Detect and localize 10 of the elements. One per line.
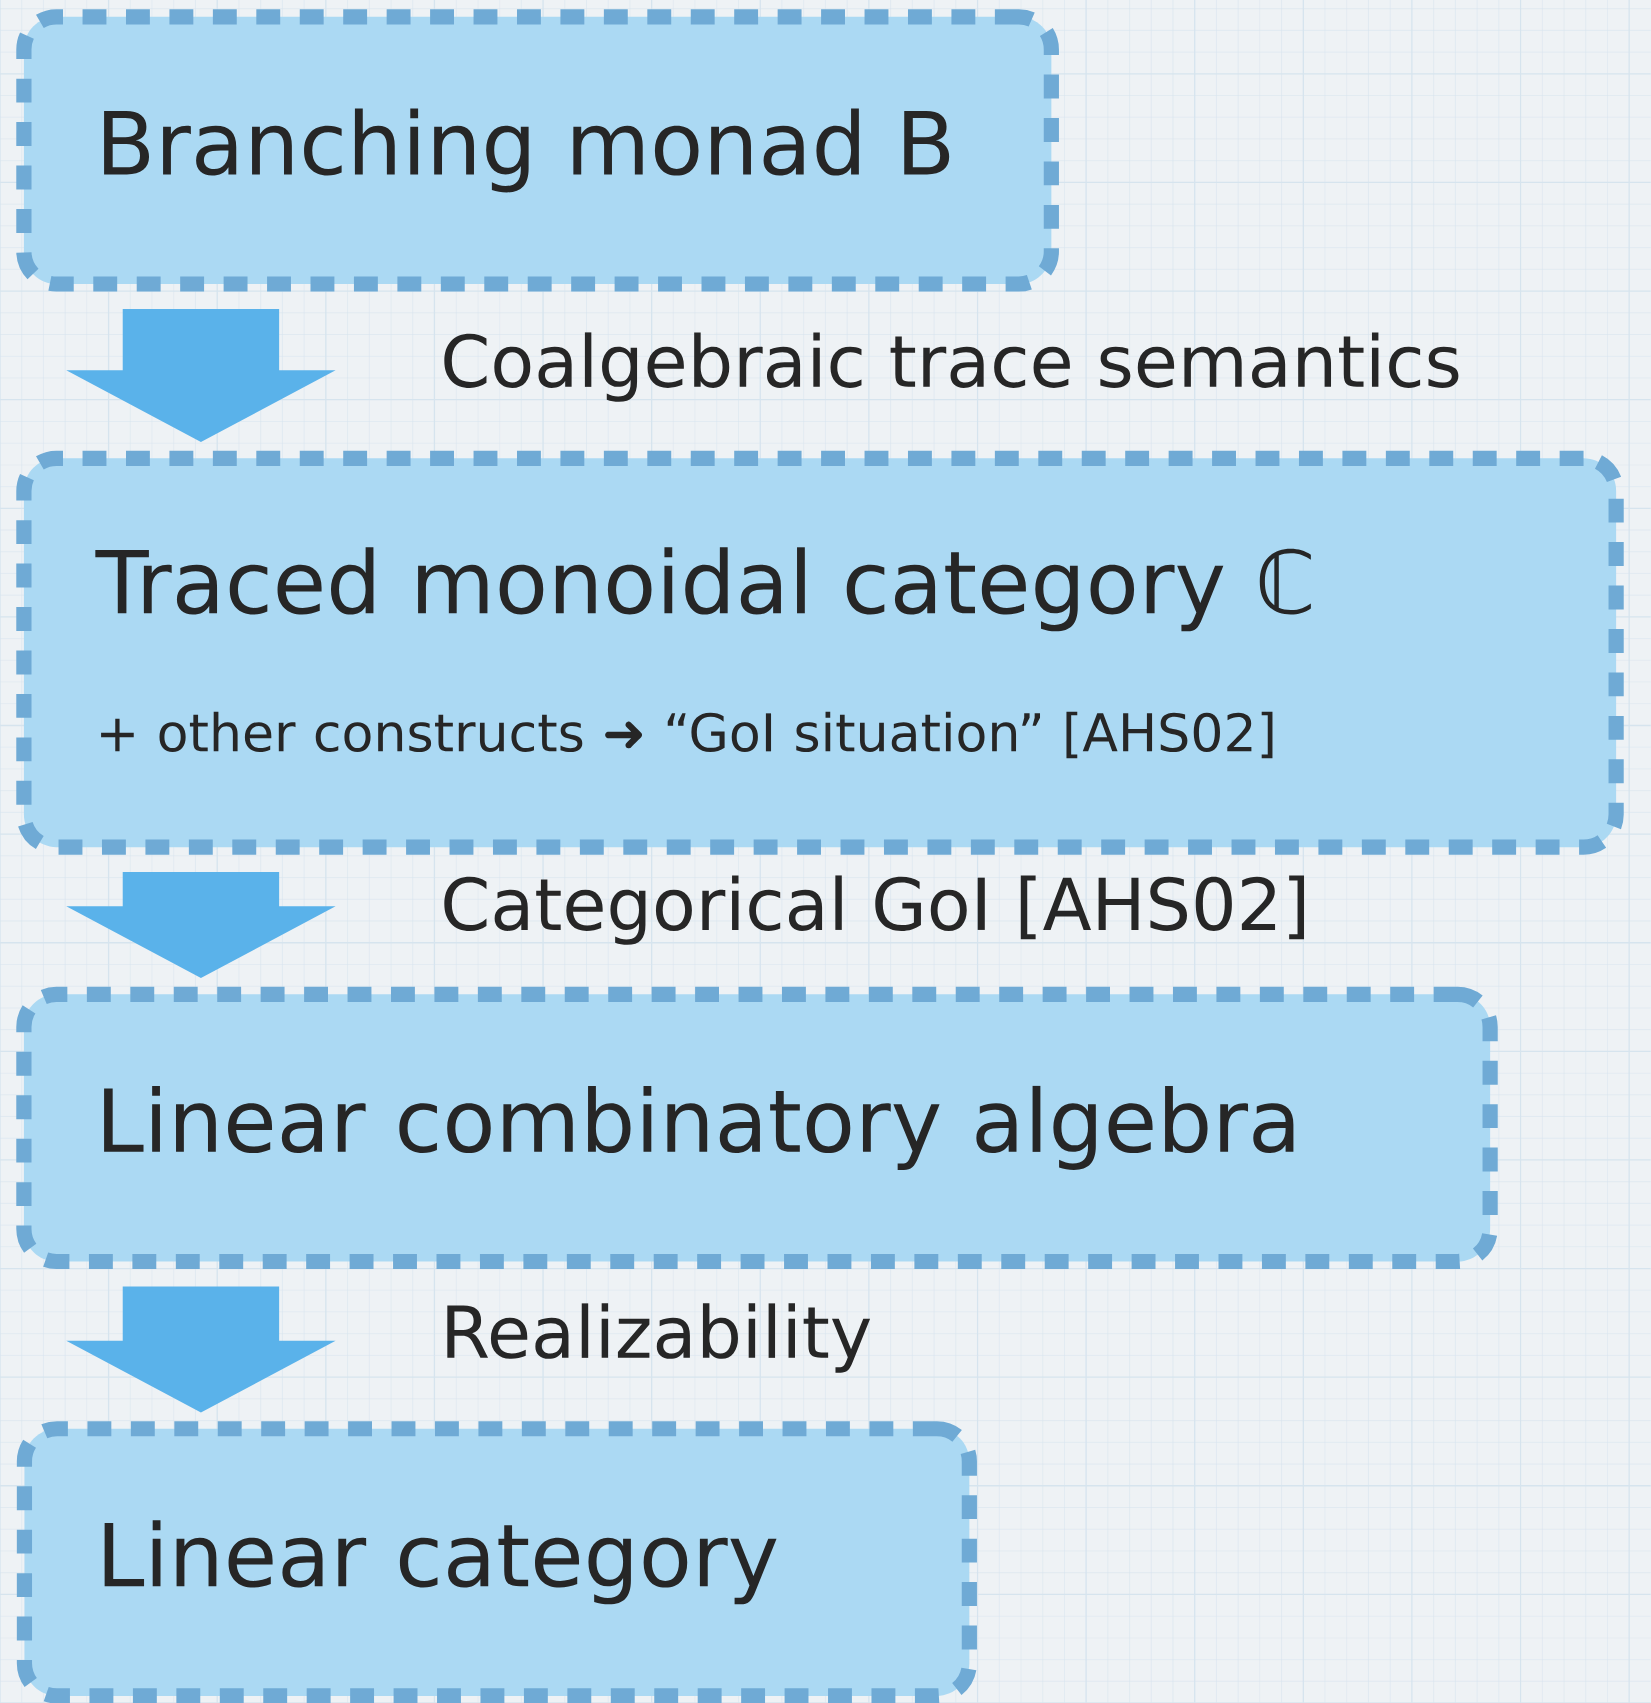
process-box: Linear combinatory algebra	[16, 986, 1498, 1270]
block-arrow	[66, 1286, 336, 1413]
block-arrow	[66, 872, 336, 978]
edge-label: Categorical GoI [AHS02]	[444, 875, 1305, 945]
process-box: Linear category	[16, 1421, 978, 1703]
process-box: Branching monad B	[16, 9, 1060, 292]
edge-label: Coalgebraic trace semantics	[444, 332, 1459, 402]
edge-label: Realizability	[447, 1303, 871, 1373]
process-box: Traced monoidal category ℂ + other constructs ➜ “GoI situation” [AHS02]	[16, 450, 1624, 855]
block-arrow	[66, 309, 336, 442]
